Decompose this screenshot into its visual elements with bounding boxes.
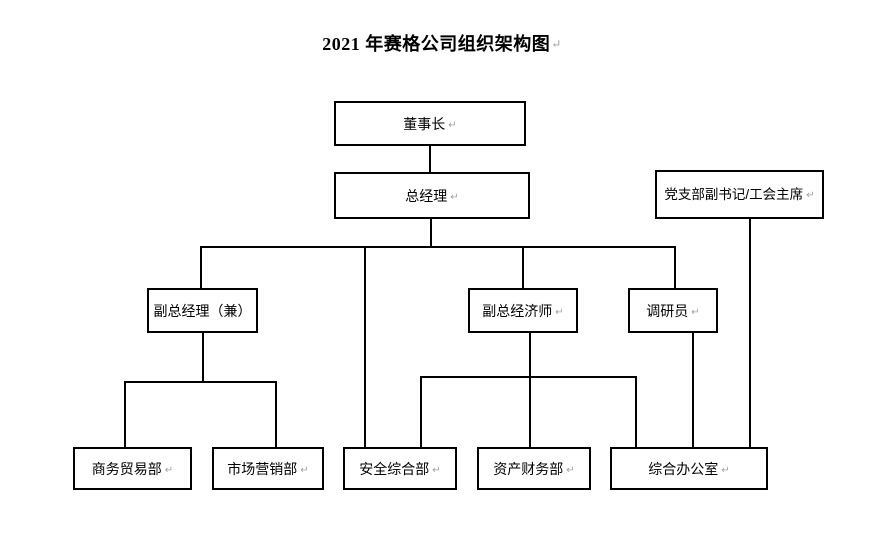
connector-economist-to-general-office: [635, 376, 637, 448]
paragraph-mark-icon: ↵: [448, 119, 457, 131]
node-business-trade[interactable]: 商务贸易部↵: [73, 447, 192, 490]
node-deputy-gm[interactable]: 副总经理（兼）: [147, 288, 258, 333]
connector-researcher-to-general-office: [692, 332, 694, 448]
node-asset-finance[interactable]: 资产财务部↵: [477, 447, 591, 490]
connector-economist-to-asset-finance: [529, 376, 531, 448]
node-business-trade-label: 商务贸易部↵: [91, 460, 174, 477]
connector-economist-to-safety-general: [420, 376, 422, 448]
connector-deputy-economist-stem: [529, 332, 531, 377]
node-deputy-economist[interactable]: 副总经济师↵: [468, 288, 578, 333]
node-asset-finance-label: 资产财务部↵: [493, 460, 575, 477]
connector-gm-stem: [430, 218, 432, 248]
node-chairman[interactable]: 董事长↵: [334, 101, 526, 146]
connector-deputy-gm-stem: [202, 332, 204, 382]
paragraph-mark-icon: ↵: [450, 191, 459, 203]
connector-bus-to-researcher: [674, 246, 676, 289]
connector-bus-to-safety-general: [364, 246, 366, 448]
node-researcher-label: 调研员↵: [646, 302, 700, 319]
connector-gm-bus: [200, 246, 676, 248]
node-party-secretary[interactable]: 党支部副书记/工会主席↵: [655, 170, 824, 219]
paragraph-mark-icon: ↵: [691, 306, 700, 318]
node-general-manager[interactable]: 总经理↵: [334, 172, 530, 219]
paragraph-mark-icon: ↵: [432, 464, 441, 476]
node-deputy-economist-label: 副总经济师↵: [482, 302, 564, 319]
paragraph-mark-icon: ↵: [551, 37, 562, 51]
node-chairman-label: 董事长↵: [403, 115, 457, 132]
node-general-manager-label: 总经理↵: [405, 187, 459, 204]
connector-party-secretary-to-general-office: [749, 218, 751, 448]
node-general-office[interactable]: 综合办公室↵: [610, 447, 768, 490]
connector-bus-to-deputy-gm: [200, 246, 202, 289]
node-deputy-gm-label: 副总经理（兼）: [153, 302, 252, 319]
connector-deputy-gm-bus: [124, 381, 277, 383]
connector-deputy-economist-bus: [420, 376, 637, 378]
node-marketing-label: 市场营销部↵: [227, 460, 309, 477]
connector-bus-to-deputy-economist: [522, 246, 524, 289]
connector-to-marketing: [275, 381, 277, 448]
paragraph-mark-icon: ↵: [555, 306, 564, 318]
node-safety-general-label: 安全综合部↵: [359, 460, 441, 477]
connector-to-business-trade: [124, 381, 126, 448]
node-general-office-label: 综合办公室↵: [648, 460, 730, 477]
node-party-secretary-label: 党支部副书记/工会主席↵: [664, 186, 815, 202]
paragraph-mark-icon: ↵: [806, 189, 815, 201]
paragraph-mark-icon: ↵: [721, 464, 730, 476]
paragraph-mark-icon: ↵: [566, 464, 575, 476]
paragraph-mark-icon: ↵: [164, 464, 174, 476]
node-marketing[interactable]: 市场营销部↵: [212, 447, 324, 490]
node-researcher[interactable]: 调研员↵: [628, 288, 718, 333]
page-title-text: 2021 年赛格公司组织架构图: [322, 34, 551, 54]
paragraph-mark-icon: ↵: [300, 464, 309, 476]
connector-chairman-to-gm: [429, 145, 431, 173]
node-safety-general[interactable]: 安全综合部↵: [343, 447, 457, 490]
page-title: 2021 年赛格公司组织架构图↵: [0, 30, 884, 56]
